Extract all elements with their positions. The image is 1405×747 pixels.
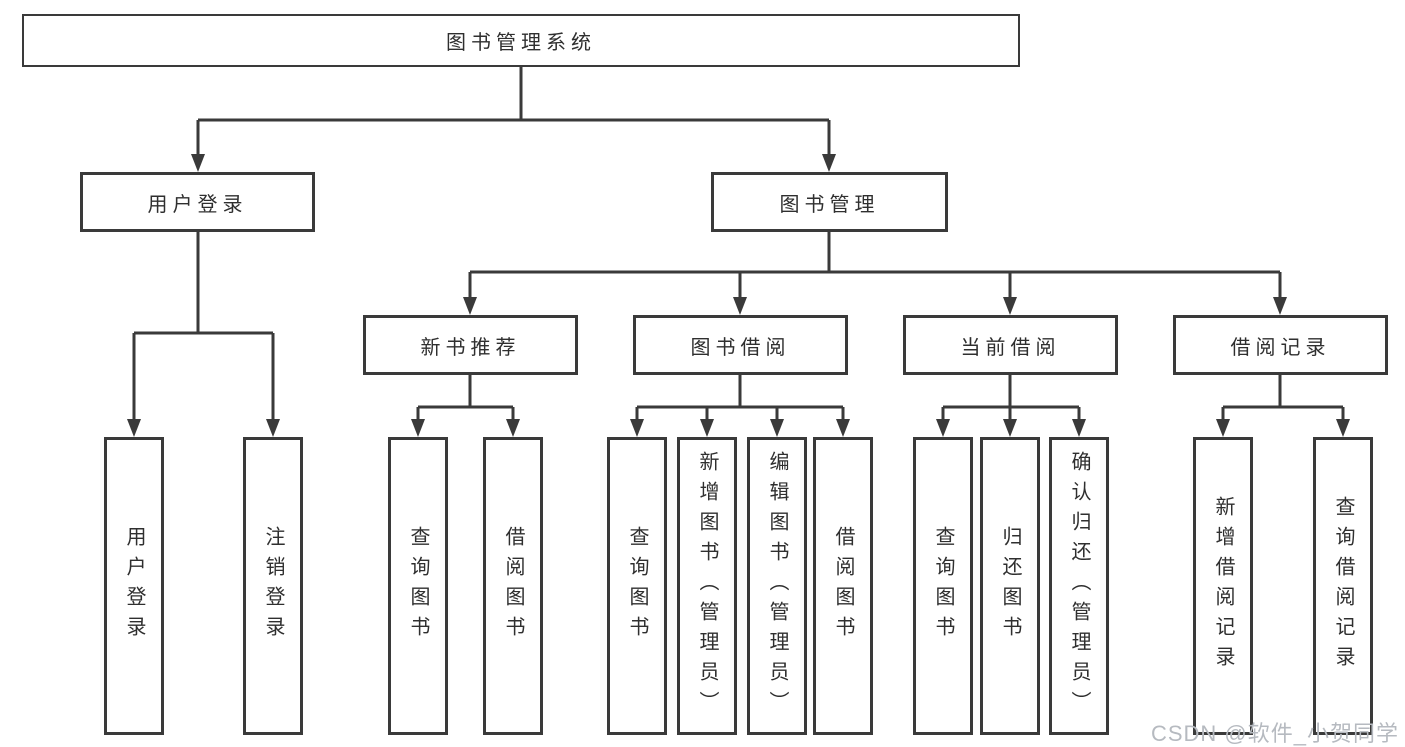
leaf-borrow-books-borrowing: 借阅图书 — [813, 437, 873, 735]
leaf-query-books-recommend: 查询图书 — [388, 437, 448, 735]
leaf-label: 新增借阅记录 — [1212, 496, 1234, 676]
leaf-edit-books-admin: 编辑图书（管理员） — [747, 437, 807, 735]
leaf-add-books-admin: 新增图书（管理员） — [677, 437, 737, 735]
leaf-label: 编辑图书（管理员） — [766, 451, 788, 721]
leaf-query-borrow-record: 查询借阅记录 — [1313, 437, 1373, 735]
leaf-user-login: 用户登录 — [104, 437, 164, 735]
leaf-return-books: 归还图书 — [980, 437, 1040, 735]
node-user-login: 用户登录 — [80, 172, 315, 232]
leaf-label: 查询图书 — [932, 526, 954, 646]
leaf-label: 查询图书 — [626, 526, 648, 646]
node-library-management-system: 图书管理系统 — [22, 14, 1020, 67]
node-new-book-recommend: 新书推荐 — [363, 315, 578, 375]
node-borrowing-records: 借阅记录 — [1173, 315, 1388, 375]
leaf-label: 注销登录 — [262, 526, 284, 646]
node-book-management: 图书管理 — [711, 172, 948, 232]
leaf-confirm-return-admin: 确认归还（管理员） — [1049, 437, 1109, 735]
leaf-label: 借阅图书 — [502, 526, 524, 646]
leaf-label: 归还图书 — [999, 526, 1021, 646]
leaf-query-books-current: 查询图书 — [913, 437, 973, 735]
node-current-borrowing: 当前借阅 — [903, 315, 1118, 375]
watermark: CSDN @软件_小贺同学 — [1150, 721, 1399, 746]
node-book-borrowing: 图书借阅 — [633, 315, 848, 375]
leaf-label: 确认归还（管理员） — [1068, 451, 1090, 721]
leaf-label: 查询借阅记录 — [1332, 496, 1354, 676]
leaf-query-books-borrowing: 查询图书 — [607, 437, 667, 735]
leaf-label: 借阅图书 — [832, 526, 854, 646]
leaf-borrow-books-recommend: 借阅图书 — [483, 437, 543, 735]
leaf-label: 查询图书 — [407, 526, 429, 646]
leaf-logout: 注销登录 — [243, 437, 303, 735]
leaf-label: 新增图书（管理员） — [696, 451, 718, 721]
leaf-label: 用户登录 — [123, 526, 145, 646]
leaf-add-borrow-record: 新增借阅记录 — [1193, 437, 1253, 735]
